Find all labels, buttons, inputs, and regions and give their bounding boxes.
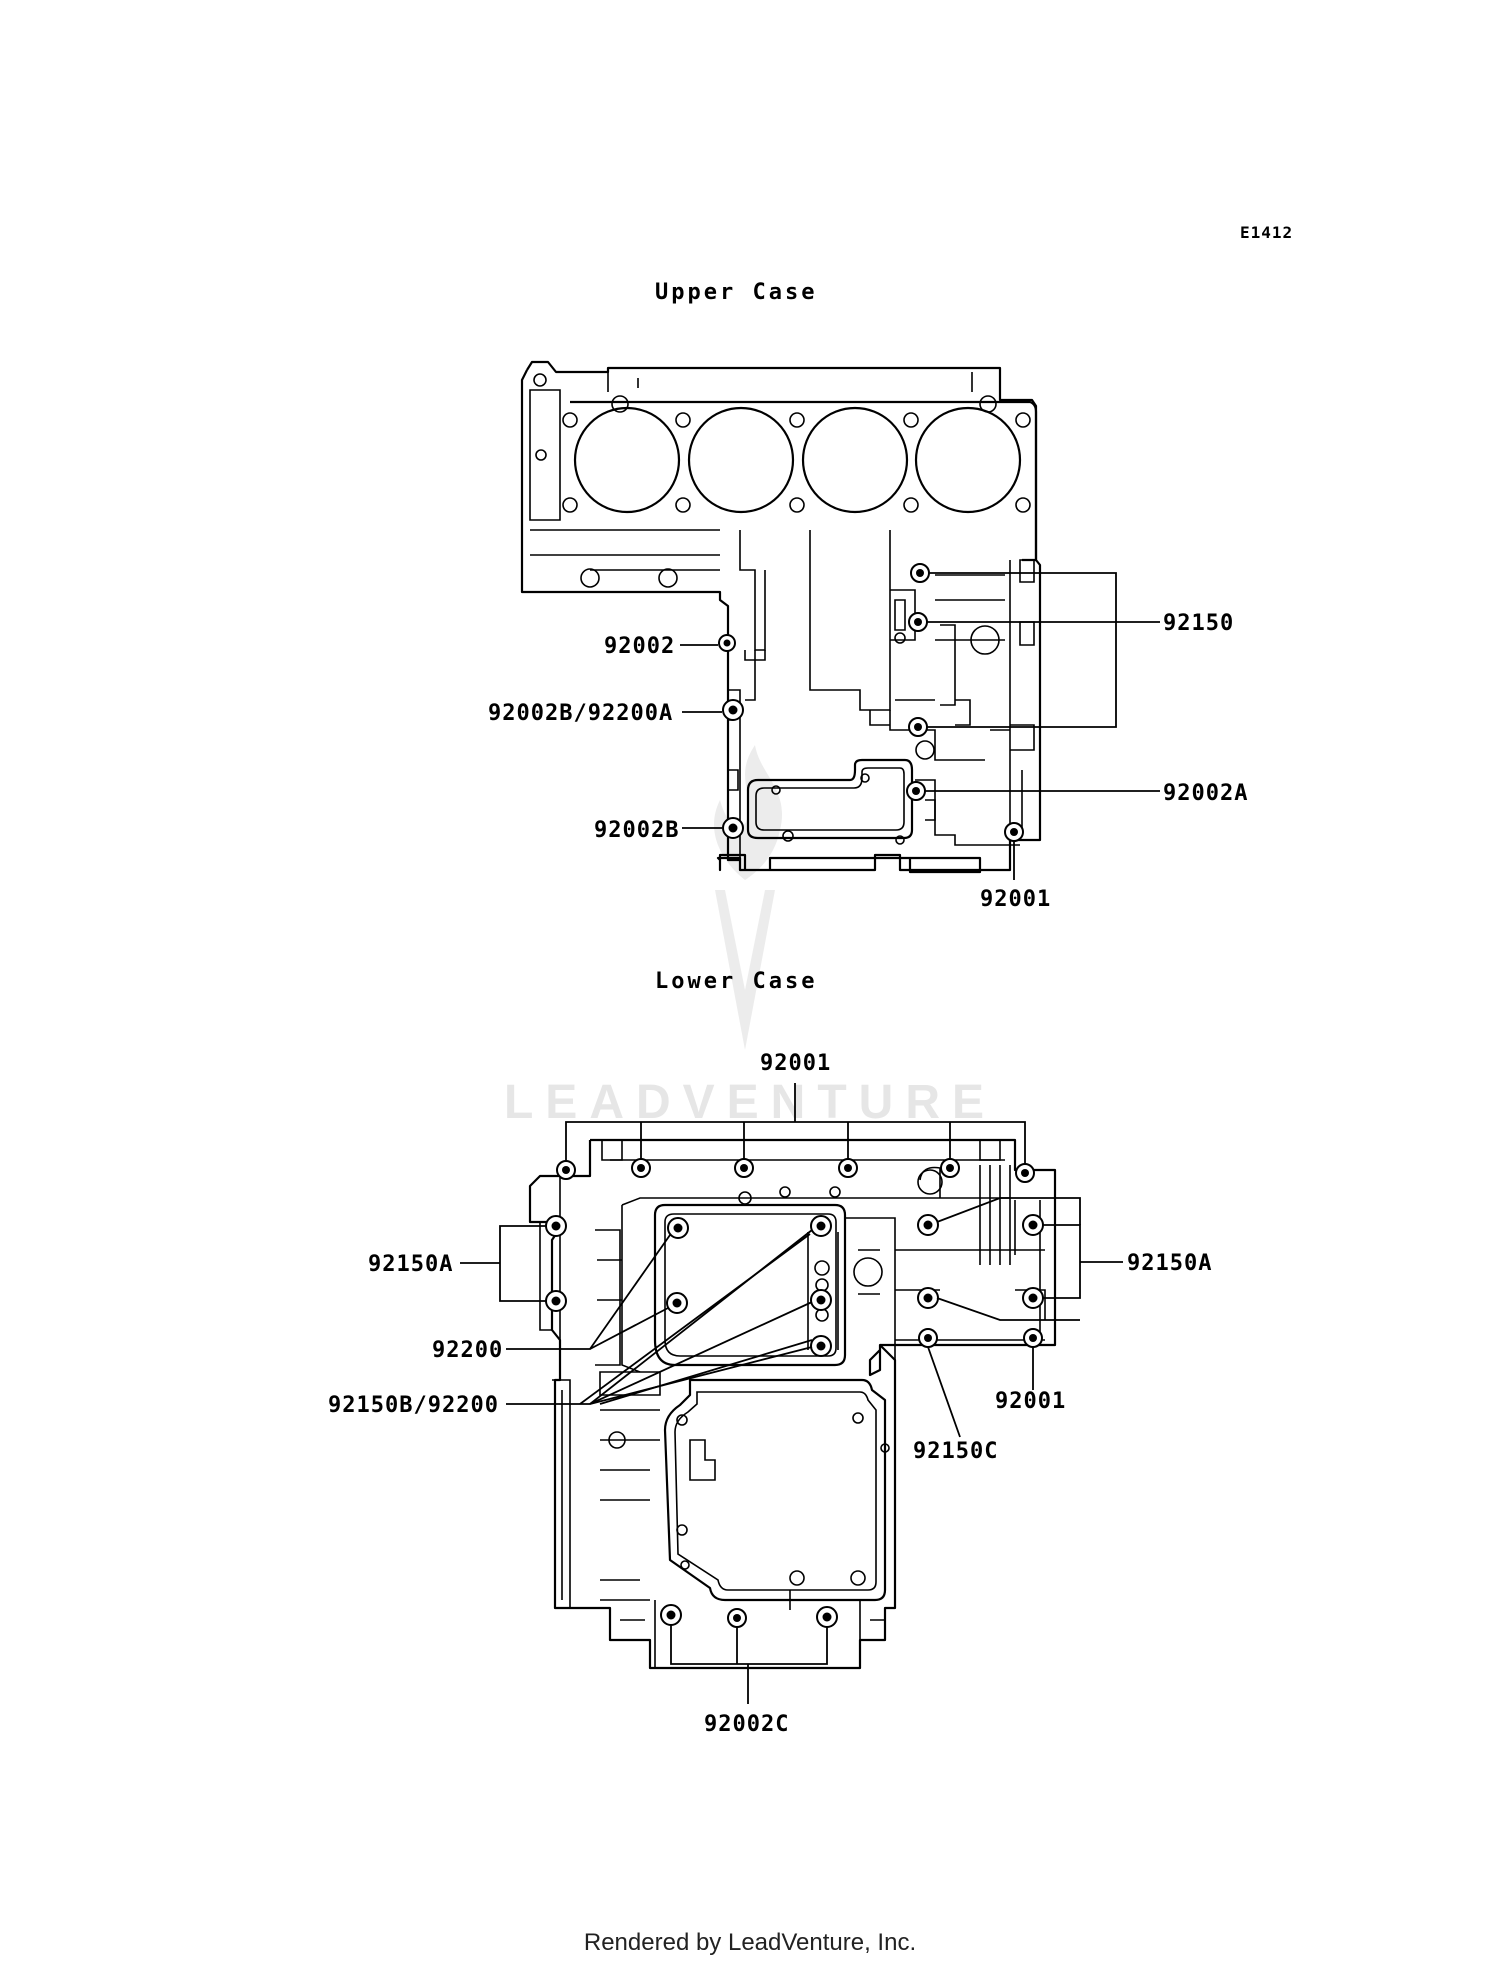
part-label-92150: 92150 [1163,611,1234,636]
part-label-92002b: 92002B [594,818,679,843]
bolt-marker [910,563,930,583]
bolt-marker [810,1215,832,1237]
part-label-92001-top: 92001 [760,1051,831,1076]
bolt-marker [1022,1214,1044,1236]
lower-leaders [460,1083,1123,1704]
part-label-92002c: 92002C [704,1712,789,1737]
part-label-92150b-92200: 92150B/92200 [328,1393,499,1418]
bolt-marker [545,1215,567,1237]
part-label-92150a-right: 92150A [1127,1251,1212,1276]
bolt-marker [1023,1328,1043,1348]
bolt-marker [917,1287,939,1309]
bolt-marker [940,1158,960,1178]
bolt-marker [838,1158,858,1178]
part-label-92150c: 92150C [913,1439,998,1464]
bolt-marker [718,634,736,652]
bolt-marker [666,1292,688,1314]
part-label-92001-upper: 92001 [980,887,1051,912]
bolt-marker [734,1158,754,1178]
bolt-marker [631,1158,651,1178]
part-label-92002a: 92002A [1163,781,1248,806]
bolt-marker [545,1290,567,1312]
bolt-marker [722,817,744,839]
bolt-marker [722,699,744,721]
upper-case-title: Upper Case [655,280,817,305]
part-label-92002: 92002 [604,634,675,659]
bolt-marker [727,1608,747,1628]
bolt-marker [816,1606,838,1628]
bolt-marker [556,1160,576,1180]
watermark-text: LEADVENTURE [504,1076,996,1129]
footer-credit: Rendered by LeadVenture, Inc. [584,1929,916,1956]
bolt-marker [908,717,928,737]
part-label-92001-right: 92001 [995,1389,1066,1414]
watermark: LEADVENTURE [504,745,996,1129]
flame-logo-icon [714,745,783,1050]
part-label-92002b-92200a: 92002B/92200A [488,701,673,726]
bolt-marker [906,781,926,801]
bolt-marker [908,612,928,632]
upper-leaders [680,572,1160,880]
bolt-marker [810,1289,832,1311]
lower-case-drawing [528,1138,1057,1670]
bolt-marker [1004,822,1024,842]
bolt-marker [917,1214,939,1236]
lower-case-title: Lower Case [655,969,817,994]
bolt-marker [1015,1163,1035,1183]
bolt-marker [667,1217,689,1239]
bolt-marker [1022,1287,1044,1309]
upper-bolts [718,563,1024,842]
upper-case-drawing [520,360,1042,874]
bolt-marker [660,1604,682,1626]
diagram-code: E1412 [1240,223,1293,242]
bolt-marker [810,1335,832,1357]
lower-bolts [545,1158,1044,1628]
part-label-92150a-left: 92150A [368,1252,453,1277]
part-label-92200: 92200 [432,1338,503,1363]
bolt-marker [918,1328,938,1348]
